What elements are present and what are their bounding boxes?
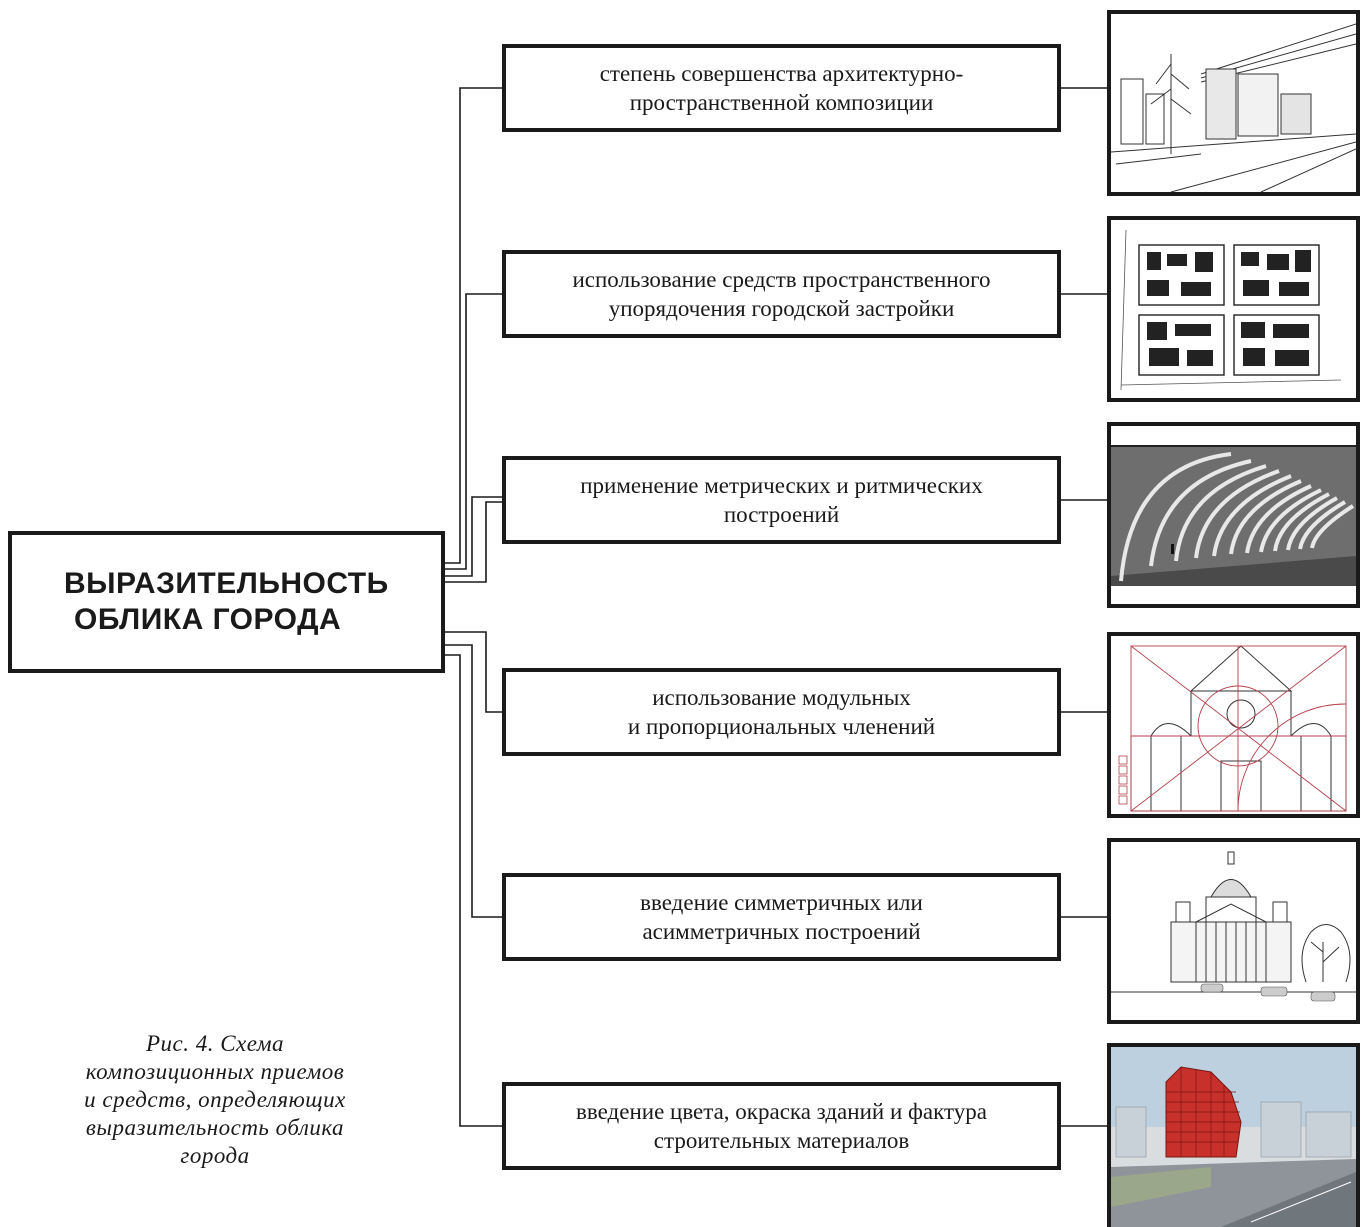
thumbnail-rhythmic-arches-photo (1107, 422, 1360, 608)
caption-line5: города (180, 1143, 250, 1168)
connector-item-6 (445, 654, 502, 1127)
item-node-3: применение метрических и ритмических пос… (502, 456, 1061, 544)
root-node: ВЫРАЗИТЕЛЬНОСТЬ ОБЛИКА ГОРОДА (8, 531, 445, 673)
connector-item-4 (445, 631, 502, 713)
item-3-line2: построений (723, 502, 840, 527)
connector-item-3b (445, 501, 502, 583)
caption-line2: композиционных приемов (85, 1059, 345, 1084)
item-4-line1: использование модульных (652, 685, 911, 710)
thumbnail-perspective-street-sketch (1107, 10, 1360, 196)
item-3-line1: применение метрических и ритмических (580, 473, 983, 498)
item-node-4: использование модульных и пропорциональн… (502, 668, 1061, 756)
item-2-line1: использование средств пространственного (572, 267, 991, 292)
item-1-line1: степень совершенства архитектурно- (599, 61, 964, 86)
item-1-line2: пространственной композиции (629, 90, 934, 115)
item-node-6: введение цвета, окраска зданий и фактура… (502, 1082, 1061, 1170)
item-node-1: степень совершенства архитектурно- прост… (502, 44, 1061, 132)
caption-line3: и средств, определяющих (84, 1087, 346, 1112)
caption-line1: Рис. 4. Схема (145, 1031, 285, 1056)
item-6-line2: строительных материалов (653, 1128, 910, 1153)
connector-item-5 (445, 644, 502, 918)
connector-item-3 (445, 496, 502, 577)
item-4-line2: и пропорциональных членений (627, 714, 936, 739)
item-5-line2: асимметричных построений (642, 919, 921, 944)
item-node-2: использование средств пространственного … (502, 250, 1061, 338)
item-5-line1: введение симметричных или (640, 890, 923, 915)
figure-caption: Рис. 4. Схема композиционных приемов и с… (40, 1030, 390, 1170)
connector-item-2 (445, 293, 502, 570)
thumbnail-cathedral-sketch (1107, 838, 1360, 1024)
thumbnail-red-building-render (1107, 1043, 1360, 1227)
caption-line4: выразительность облика (85, 1115, 345, 1140)
connector-item-1 (445, 87, 502, 564)
thumbnail-facade-proportion-drawing (1107, 632, 1360, 818)
root-label-line2: ОБЛИКА ГОРОДА (74, 603, 342, 636)
thumbnail-city-block-plan (1107, 216, 1360, 402)
item-node-5: введение симметричных или асимметричных … (502, 873, 1061, 961)
root-label-line1: ВЫРАЗИТЕЛЬНОСТЬ (64, 567, 389, 600)
item-6-line1: введение цвета, окраска зданий и фактура (576, 1099, 987, 1124)
item-2-line2: упорядочения городской застройки (608, 296, 955, 321)
